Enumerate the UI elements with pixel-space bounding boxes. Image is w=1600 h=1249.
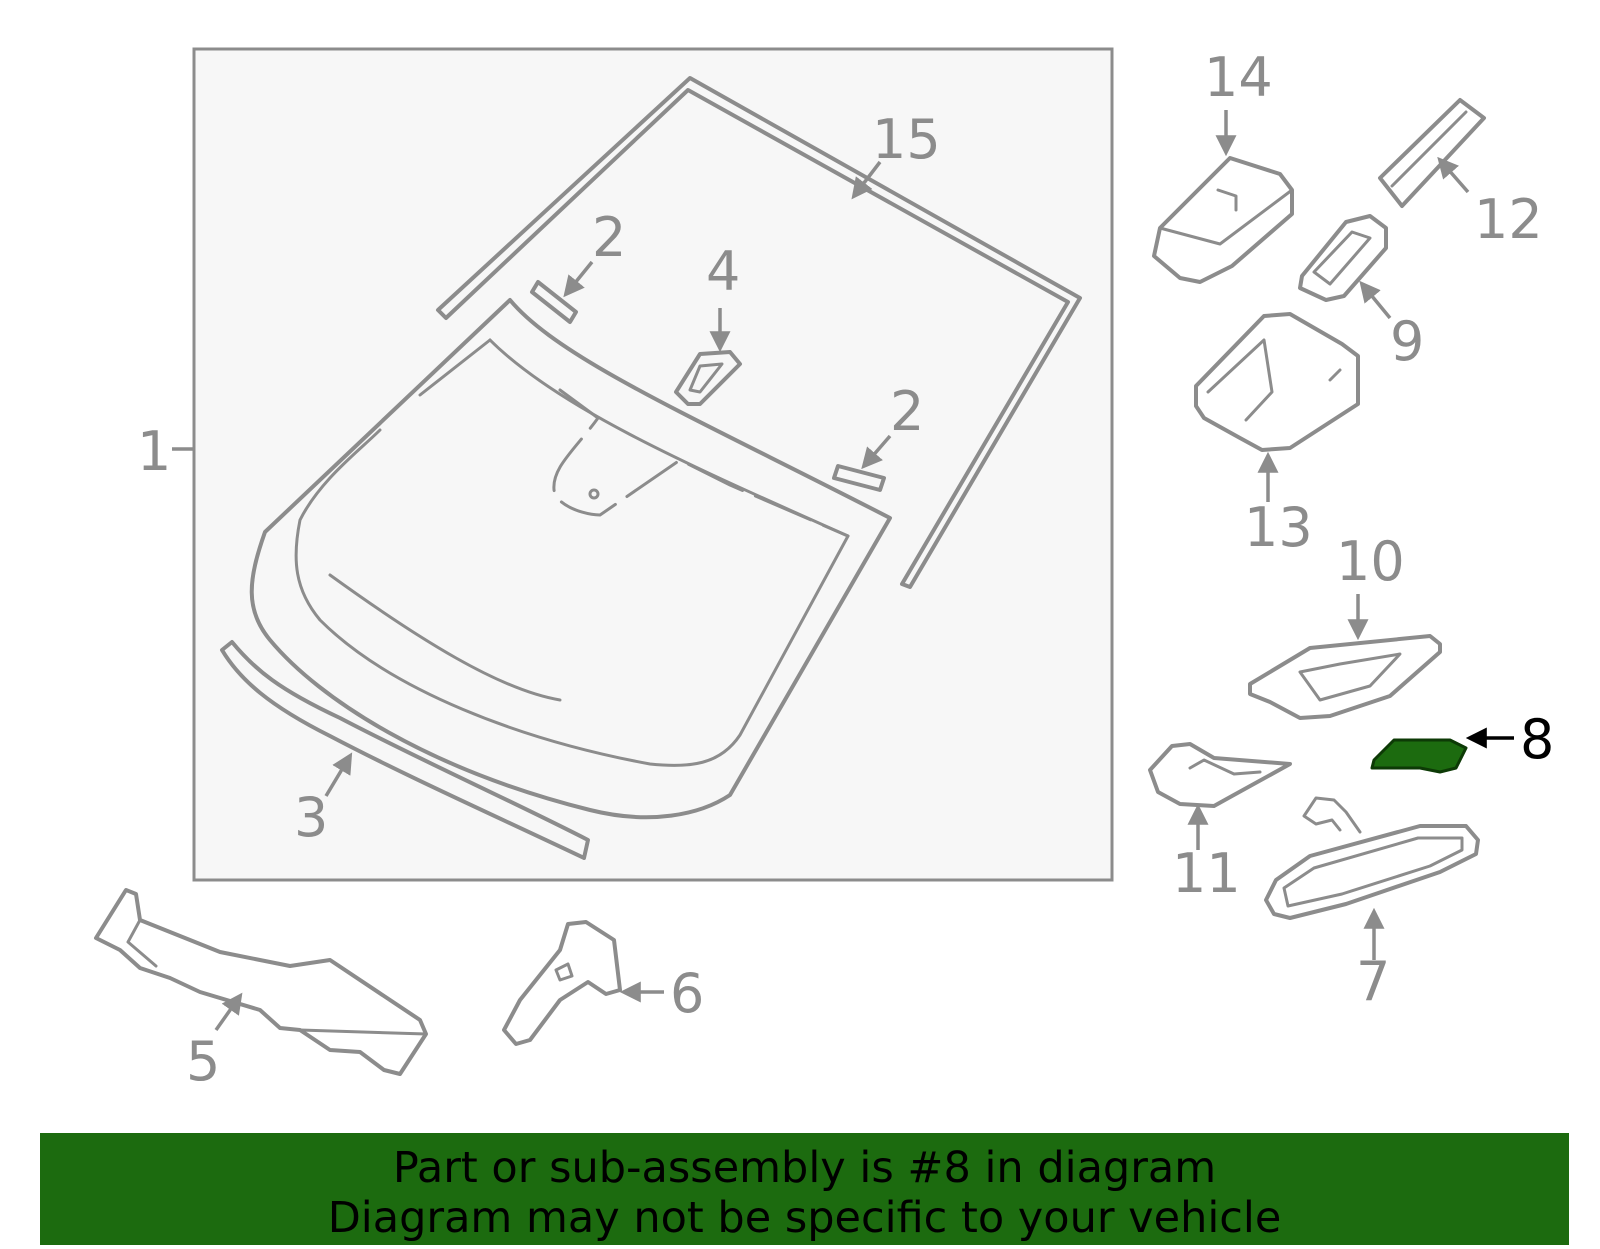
- part-13-mount-bracket: 13: [1194, 312, 1360, 559]
- part-12-cover-strip: 12: [1378, 98, 1543, 251]
- label-part-14: 14: [1204, 46, 1273, 109]
- label-part-6: 6: [670, 962, 704, 1025]
- part-9-sensor: 9: [1298, 214, 1424, 373]
- part-2-left-clip: 2: [530, 206, 626, 324]
- windshield-glass: [249, 298, 892, 820]
- label-part-1: 1: [137, 420, 171, 483]
- banner-line-2: Diagram may not be specific to your vehi…: [327, 1193, 1282, 1243]
- label-part-12: 12: [1474, 188, 1543, 251]
- label-part-2-right: 2: [890, 380, 924, 443]
- part-3-lower-molding: 3: [220, 640, 590, 860]
- label-part-4: 4: [706, 240, 740, 303]
- label-part-5: 5: [186, 1030, 220, 1093]
- label-part-10: 10: [1336, 530, 1405, 593]
- part-5-cowl-bracket: 5: [94, 888, 428, 1093]
- part-6-bracket: 6: [502, 920, 704, 1046]
- label-part-2-left: 2: [592, 206, 626, 269]
- info-banner: Part or sub-assembly is #8 in diagram Di…: [40, 1133, 1569, 1245]
- windshield-assembly-box: [192, 47, 1114, 882]
- label-part-8: 8: [1520, 708, 1554, 771]
- part-10-trim-cover: 10: [1248, 530, 1442, 720]
- part-14-camera-housing: 14: [1152, 46, 1294, 284]
- part-7-mirror: 7: [1264, 796, 1480, 1013]
- label-part-15: 15: [872, 108, 941, 171]
- label-part-7: 7: [1356, 950, 1390, 1013]
- part-2-right-clip: 2: [832, 380, 924, 492]
- part-11-trim-cover: 11: [1148, 742, 1292, 905]
- banner-line-1: Part or sub-assembly is #8 in diagram: [392, 1143, 1217, 1193]
- label-part-13: 13: [1244, 496, 1313, 559]
- label-part-9: 9: [1390, 310, 1424, 373]
- label-part-3: 3: [294, 786, 328, 849]
- part-4-sensor-bracket: 4: [674, 240, 742, 406]
- label-part-11: 11: [1172, 842, 1241, 905]
- part-15-molding: 15: [436, 76, 1082, 589]
- part-8-highlighted: 8: [1370, 708, 1554, 774]
